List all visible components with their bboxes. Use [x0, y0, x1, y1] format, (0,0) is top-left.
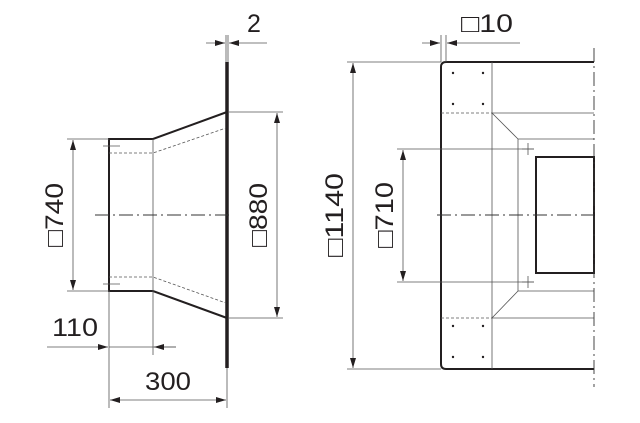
dim-880-label: □880	[245, 183, 273, 247]
dim-300-label: 300	[145, 368, 191, 396]
dim-2-label: 2	[247, 10, 261, 38]
dim-740-label: □740	[41, 183, 69, 247]
dim-740-extension	[67, 138, 109, 292]
dim-1140-label: □1140	[321, 173, 349, 257]
dim-10-label: □10	[461, 10, 513, 38]
inner-hidden-lines	[109, 127, 227, 304]
transition-lines	[491, 112, 594, 319]
dim-1140-extension	[347, 61, 441, 370]
mark-ticks	[103, 145, 120, 285]
dim-880-extension	[229, 111, 283, 319]
flange-outline	[440, 61, 594, 370]
bolt-holes	[451, 71, 485, 359]
dim-110-label: 110	[52, 314, 98, 342]
dim-710-extension	[397, 148, 534, 283]
dim-710-label: □710	[371, 182, 399, 248]
hole-crosshairs	[522, 143, 534, 288]
side-view: □740 □880 2 110 300	[41, 10, 283, 408]
dim-10-extension	[440, 35, 447, 62]
dim-2-extension	[225, 35, 229, 62]
front-view: □10 □1140 □710	[321, 10, 595, 387]
hidden-edges	[441, 112, 492, 319]
